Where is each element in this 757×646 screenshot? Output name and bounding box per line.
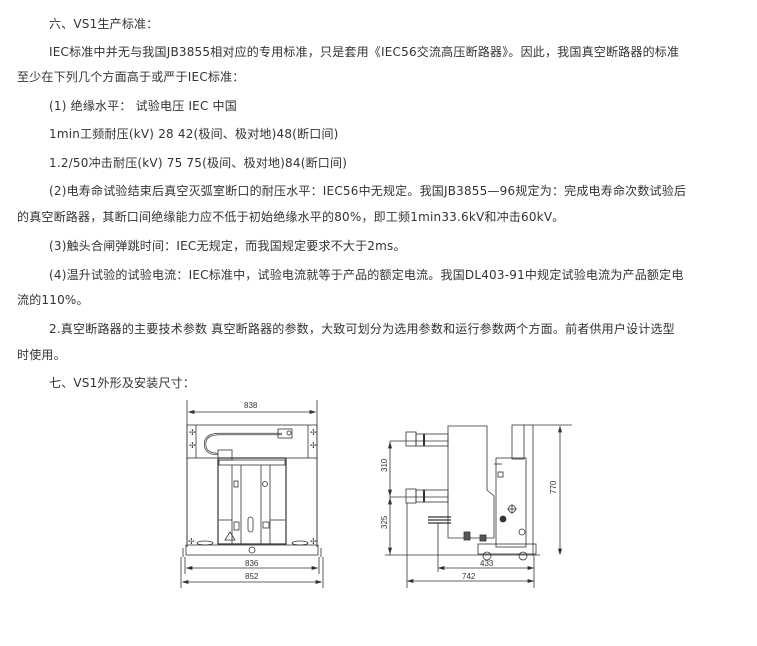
svg-text:✢: ✢	[310, 441, 317, 450]
svg-text:✢: ✢	[188, 537, 195, 546]
dim-325: 325	[380, 515, 389, 529]
dim-310: 310	[380, 458, 389, 472]
insulation-level-title: (1) 绝缘水平： 试验电压 IEC 中国	[49, 99, 237, 113]
dim-838: 838	[244, 401, 258, 410]
temperature-rise-line2: 流的110%。	[17, 293, 89, 307]
svg-text:✢: ✢	[310, 428, 317, 437]
technical-params-line2: 时使用。	[17, 348, 66, 362]
dim-852: 852	[245, 572, 259, 581]
impulse-withstand-row: 1.2/50冲击耐压(kV) 75 75(极间、极对地)84(断口间)	[49, 156, 348, 170]
section6-intro-line1: IEC标准中并无与我国JB3855相对应的专用标准，只是套用《IEC56交流高压…	[49, 45, 680, 59]
power-frequency-withstand-row: 1min工频耐压(kV) 28 42(极间、极对地)48(断口间)	[49, 127, 339, 141]
dim-770: 770	[549, 480, 558, 494]
dim-836: 836	[245, 559, 259, 568]
technical-params-line1: 2.真空断路器的主要技术参数 真空断路器的参数，大致可划分为选用参数和运行参数两…	[49, 322, 675, 336]
section6-heading: 六、VS1生产标准：	[49, 17, 159, 31]
dim-742: 742	[462, 572, 476, 581]
electrical-life-line2: 的真空断路器，其断口间绝缘能力应不低于初始绝缘水平的80%，即工频1min33.…	[17, 210, 565, 224]
dimension-drawing: 838 ✢ ✢ ✢ ✢	[150, 392, 580, 592]
svg-text:✢: ✢	[189, 441, 196, 450]
svg-text:✢: ✢	[310, 537, 317, 546]
section6-intro-line2: 至少在下列几个方面高于或严于IEC标准：	[17, 70, 245, 84]
side-view: 770	[380, 424, 572, 588]
dim-433: 433	[480, 559, 494, 568]
front-view: 838 ✢ ✢ ✢ ✢	[180, 400, 324, 588]
svg-text:✢: ✢	[189, 428, 196, 437]
temperature-rise-line1: (4)温升试验的试验电流：IEC标准中，试验电流就等于产品的额定电流。我国DL4…	[49, 268, 684, 282]
electrical-life-line1: (2)电寿命试验结束后真空灭弧室断口的耐压水平：IEC56中无规定。我国JB38…	[49, 184, 687, 198]
section7-heading: 七、VS1外形及安装尺寸：	[49, 376, 196, 390]
contact-bounce-item: (3)触头合闸弹跳时间：IEC无规定，而我国规定要求不大于2ms。	[49, 239, 406, 253]
